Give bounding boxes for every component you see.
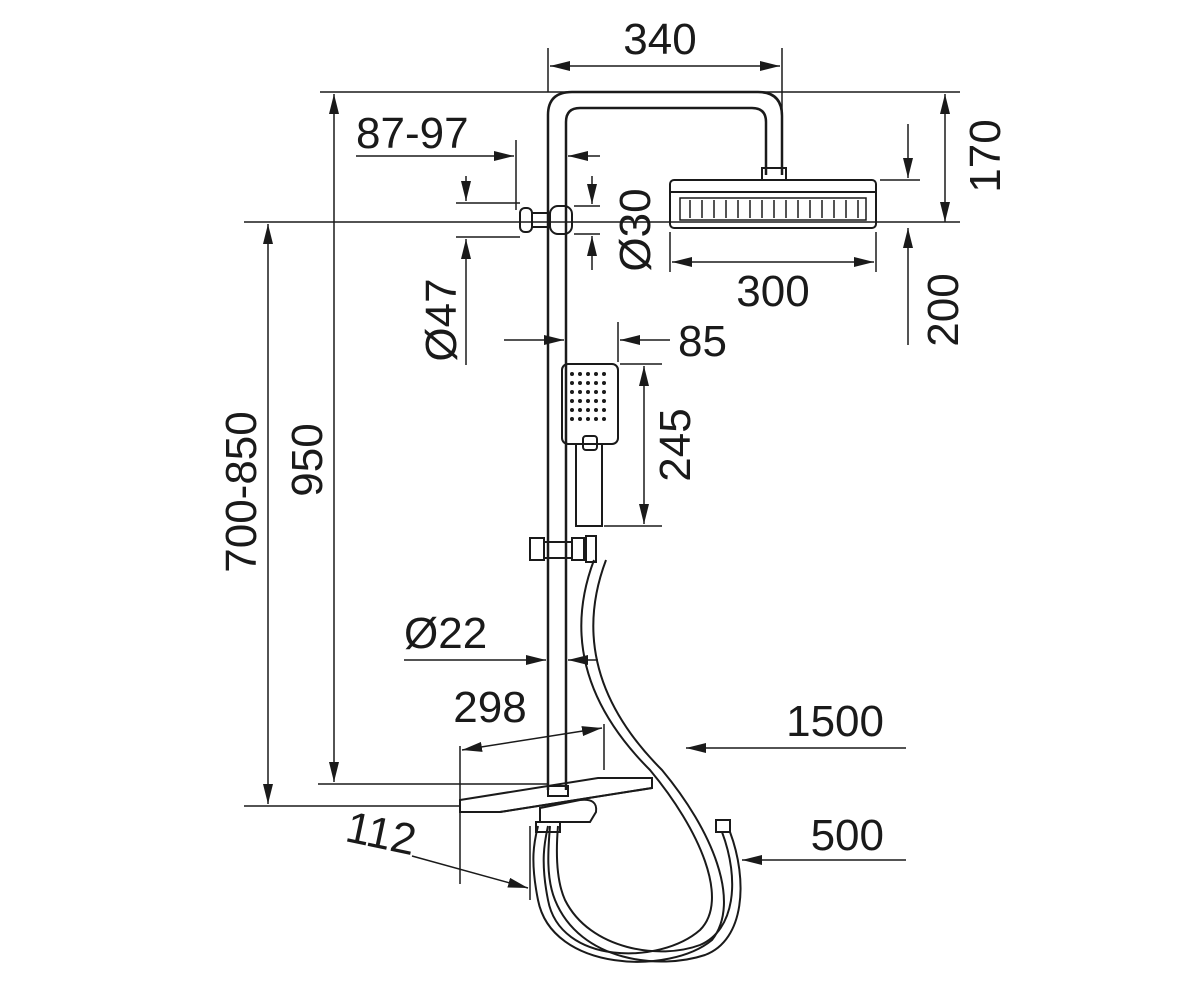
wall-bracket — [519, 205, 573, 235]
label-head-width: 300 — [736, 267, 809, 316]
hand-shower — [561, 363, 619, 527]
dim-top-width: 340 — [547, 15, 783, 116]
rain-shower-head — [669, 179, 877, 229]
dim-bracket-small: Ø30 — [574, 176, 660, 272]
label-shelf-width: 298 — [453, 683, 526, 732]
label-column-height: 950 — [283, 423, 332, 496]
label-shelf-depth: 112 — [342, 803, 421, 866]
dim-head-height: 170 — [320, 91, 1010, 222]
dimensions: 340 87-97 Ø30 Ø47 — [217, 15, 1010, 900]
shelf-thermostat — [459, 777, 653, 833]
label-handshower-offset: 85 — [678, 317, 727, 366]
slider-holder — [529, 535, 597, 563]
dim-column-height: 950 — [283, 94, 548, 785]
dim-height-range: 700-850 — [217, 224, 460, 807]
dim-hose-long: 1500 — [686, 697, 906, 753]
label-arm-depth: 87-97 — [356, 109, 469, 158]
label-head-height: 170 — [961, 119, 1010, 192]
dim-pipe-diameter: Ø22 — [404, 609, 598, 665]
dim-head-drop: 200 — [903, 124, 968, 347]
hose — [532, 559, 725, 963]
label-handshower-length: 245 — [651, 408, 700, 481]
short-hose — [547, 819, 742, 963]
dim-arm-depth: 87-97 — [356, 109, 600, 210]
dim-hose-short: 500 — [742, 811, 906, 865]
label-hose-short: 500 — [811, 811, 884, 860]
dim-handshower-offset: 85 — [504, 317, 727, 366]
label-head-drop: 200 — [919, 273, 968, 346]
dim-head-width: 300 — [669, 232, 877, 316]
shower-column — [459, 90, 877, 963]
label-pipe-diameter: Ø22 — [404, 609, 487, 658]
label-hose-long: 1500 — [786, 697, 884, 746]
label-height-range: 700-850 — [217, 411, 266, 572]
dim-handshower-length: 245 — [604, 363, 700, 527]
dim-shelf-depth: 112 — [342, 803, 531, 900]
label-top-width: 340 — [623, 15, 696, 64]
dim-bracket-large: Ø47 — [417, 176, 520, 365]
label-bracket-large: Ø47 — [417, 278, 466, 361]
label-bracket-small: Ø30 — [611, 188, 660, 271]
dim-shelf-width: 298 — [453, 683, 605, 884]
